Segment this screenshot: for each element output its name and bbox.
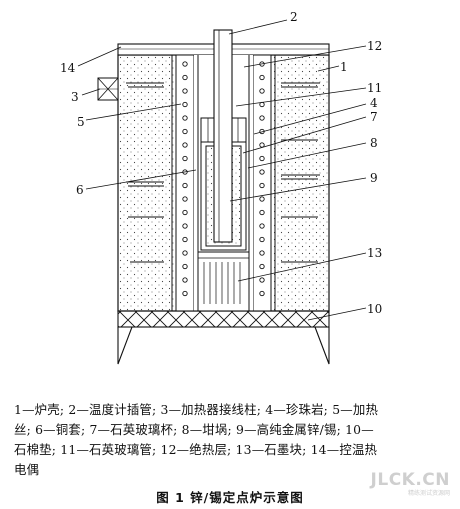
heater-wire-dot — [259, 209, 265, 216]
heater-wire-dot — [259, 88, 265, 94]
heater-terminal — [97, 77, 119, 101]
leader-lines — [77, 19, 367, 321]
callout-5: 5 — [77, 115, 85, 129]
legend-line: 电偶 — [14, 462, 40, 477]
heater-wire-dot — [182, 223, 188, 229]
asbestos-pad — [117, 310, 330, 328]
heater-wire-dots — [182, 61, 265, 297]
heater-wire-dot — [182, 88, 188, 94]
heater-wire-dot — [182, 182, 188, 189]
callout-11: 11 — [367, 81, 382, 95]
figure-caption: 图 1 锌/锡定点炉示意图 — [156, 490, 304, 505]
callout-13: 13 — [367, 246, 382, 260]
heater-wire-dot — [259, 250, 265, 256]
insulation-lines — [126, 82, 320, 263]
legend-line: 丝; 6—铜套; 7—石英玻璃杯; 8—坩埚; 9—高纯金属锌/锡; 10— — [14, 422, 374, 437]
callout-7: 7 — [370, 110, 378, 124]
heater-wire-dot — [259, 182, 265, 189]
heater-wire-dot — [259, 277, 265, 283]
central-chamber — [194, 29, 253, 312]
watermark: JLCK.CN 精练测试资源网 — [371, 470, 450, 497]
callout-12: 12 — [367, 39, 382, 53]
heater-wire-dot — [182, 61, 188, 67]
heater-wire-dot — [259, 223, 265, 229]
heater-wire-dot — [182, 290, 188, 297]
heater-wire-dot — [182, 128, 188, 135]
heater-wire-dot — [182, 142, 188, 148]
heater-wire-dot — [259, 155, 265, 162]
heater-wire-dot — [259, 236, 265, 243]
watermark-text: JLCK.CN — [370, 470, 450, 490]
heater-wire-dot — [259, 74, 265, 81]
furnace-legs — [117, 326, 330, 365]
heater-wire-dot — [259, 142, 265, 148]
heater-wire-dot — [182, 196, 188, 202]
legend-line: 1—炉壳; 2—温度计插管; 3—加热器接线柱; 4—珍珠岩; 5—加热 — [14, 402, 379, 417]
heater-wire-dot — [182, 74, 188, 81]
heater-wire-dot — [182, 263, 188, 270]
callout-10: 10 — [367, 302, 382, 316]
furnace-diagram: 2 14 1 3 5 6 12 11 4 7 8 9 13 10 — [60, 10, 382, 365]
watermark-subtext: 精练测试资源网 — [407, 490, 450, 497]
heater-wire-dot — [259, 115, 265, 121]
callout-3: 3 — [71, 90, 79, 104]
callout-9: 9 — [370, 171, 378, 185]
callout-4: 4 — [370, 96, 378, 110]
heater-wire-dot — [259, 290, 265, 297]
thermometer-tube — [213, 29, 233, 243]
heater-wire-dot — [182, 277, 188, 283]
callout-6: 6 — [76, 183, 84, 197]
heater-wire-dot — [182, 250, 188, 256]
heater-wire-dot — [182, 236, 188, 243]
legend-line: 石棉垫; 11—石英玻璃管; 12—绝热层; 13—石墨块; 14—控温热 — [14, 442, 378, 457]
callout-2: 2 — [290, 10, 298, 24]
callout-14: 14 — [60, 61, 76, 75]
heater-wire-dot — [182, 209, 188, 216]
callout-labels: 2 14 1 3 5 6 12 11 4 7 8 9 13 10 — [60, 10, 382, 316]
callout-8: 8 — [370, 136, 378, 150]
callout-1: 1 — [340, 60, 348, 74]
heater-wire-dot — [182, 155, 188, 162]
legend: 1—炉壳; 2—温度计插管; 3—加热器接线柱; 4—珍珠岩; 5—加热 丝; … — [14, 400, 452, 480]
heater-wire-dot — [259, 196, 265, 202]
heater-wire-dot — [259, 169, 265, 175]
graphite-block — [197, 251, 250, 312]
heater-wire-dot — [182, 101, 188, 108]
heater-wire-dot — [182, 115, 188, 121]
heater-wire-dot — [259, 263, 265, 270]
